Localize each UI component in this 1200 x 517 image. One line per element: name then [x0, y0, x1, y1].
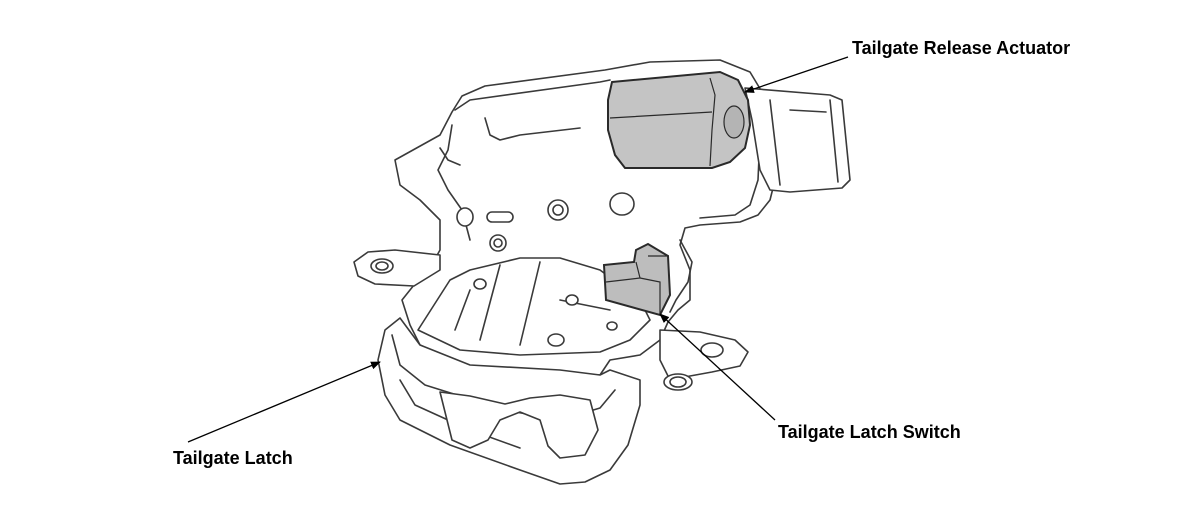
- cover-hole-1: [473, 278, 487, 290]
- leader-switch: [659, 313, 776, 421]
- latch-assembly-drawing: [353, 59, 851, 485]
- plate-hole-3: [609, 192, 635, 216]
- plate-hole-4-inner: [493, 238, 503, 248]
- switch-edge: [605, 255, 668, 315]
- bottom-mount-hole-inner: [669, 376, 687, 388]
- label-tailgate-release-actuator: Tailgate Release Actuator: [852, 38, 1071, 58]
- leader-lines: [187, 56, 849, 443]
- label-tailgate-latch: Tailgate Latch: [173, 448, 293, 468]
- plate-hole-1: [456, 207, 474, 227]
- tailgate-release-actuator-shape: [607, 70, 752, 169]
- left-mount-hole-inner: [375, 261, 389, 271]
- cover-channel: [454, 261, 611, 346]
- leader-latch: [187, 361, 381, 443]
- switch-bracket: [669, 239, 693, 313]
- plate-slot: [486, 211, 514, 223]
- cover-hole-3: [547, 333, 565, 347]
- label-tailgate-latch-switch: Tailgate Latch Switch: [778, 422, 961, 442]
- actuator-seam: [609, 77, 716, 167]
- plate-bracket-left: [439, 117, 581, 166]
- right-mount-hole: [700, 342, 724, 358]
- cover-hole-2: [565, 294, 579, 306]
- actuator-connector-detail: [769, 99, 839, 186]
- striker-slot: [439, 391, 599, 459]
- tailgate-latch-switch-shape: [602, 242, 672, 317]
- left-mounting-flange: [353, 249, 441, 287]
- actuator-end-cap: [723, 105, 745, 139]
- plate-hole-2-inner: [552, 204, 564, 216]
- leader-actuator: [744, 56, 849, 93]
- cover-hole-4: [606, 321, 618, 331]
